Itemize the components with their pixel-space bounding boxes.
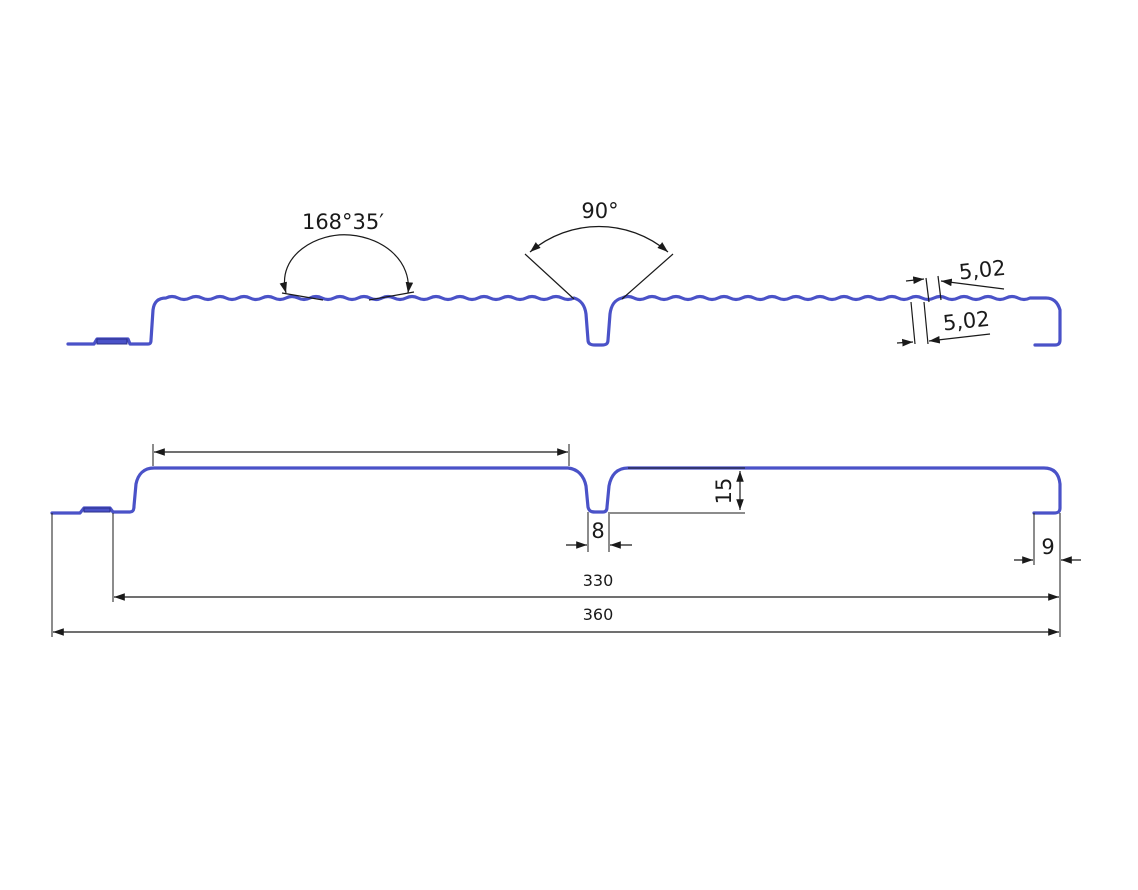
thickness-upper-dimension: 5,02	[905, 256, 1007, 303]
thickness-lower-dimension: 5,02	[896, 301, 991, 347]
bottom-profile-view: 15 8 9 330 360	[50, 444, 1081, 637]
flat-span-dimension	[152, 444, 570, 466]
thickness-upper-label: 5,02	[958, 256, 1007, 285]
top-profile-view: 168°35′ 90° 5,02 5,02	[66, 199, 1062, 347]
thickness-lower-label: 5,02	[942, 307, 991, 336]
height-label: 15	[712, 478, 736, 505]
groove-width-label: 8	[591, 519, 604, 543]
top-profile-line	[66, 294, 1062, 347]
angle-left-label: 168°35′	[302, 210, 384, 234]
effective-width-dimension: 330	[112, 513, 1061, 637]
bottom-profile-line	[50, 466, 1062, 515]
groove-width-dimension: 8	[566, 512, 632, 552]
top-lock-strip	[96, 338, 128, 345]
angle-center-dimension: 90°	[524, 199, 674, 300]
total-width-dimension: 360	[51, 513, 1059, 637]
angle-left-dimension: 168°35′	[279, 210, 415, 301]
total-width-label: 360	[583, 605, 614, 624]
height-dimension: 15	[610, 467, 745, 514]
edge-width-label: 9	[1041, 535, 1054, 559]
angle-center-label: 90°	[581, 199, 618, 223]
effective-width-label: 330	[583, 571, 614, 590]
bottom-lock-strip	[83, 507, 111, 513]
edge-width-dimension: 9	[1014, 513, 1081, 565]
